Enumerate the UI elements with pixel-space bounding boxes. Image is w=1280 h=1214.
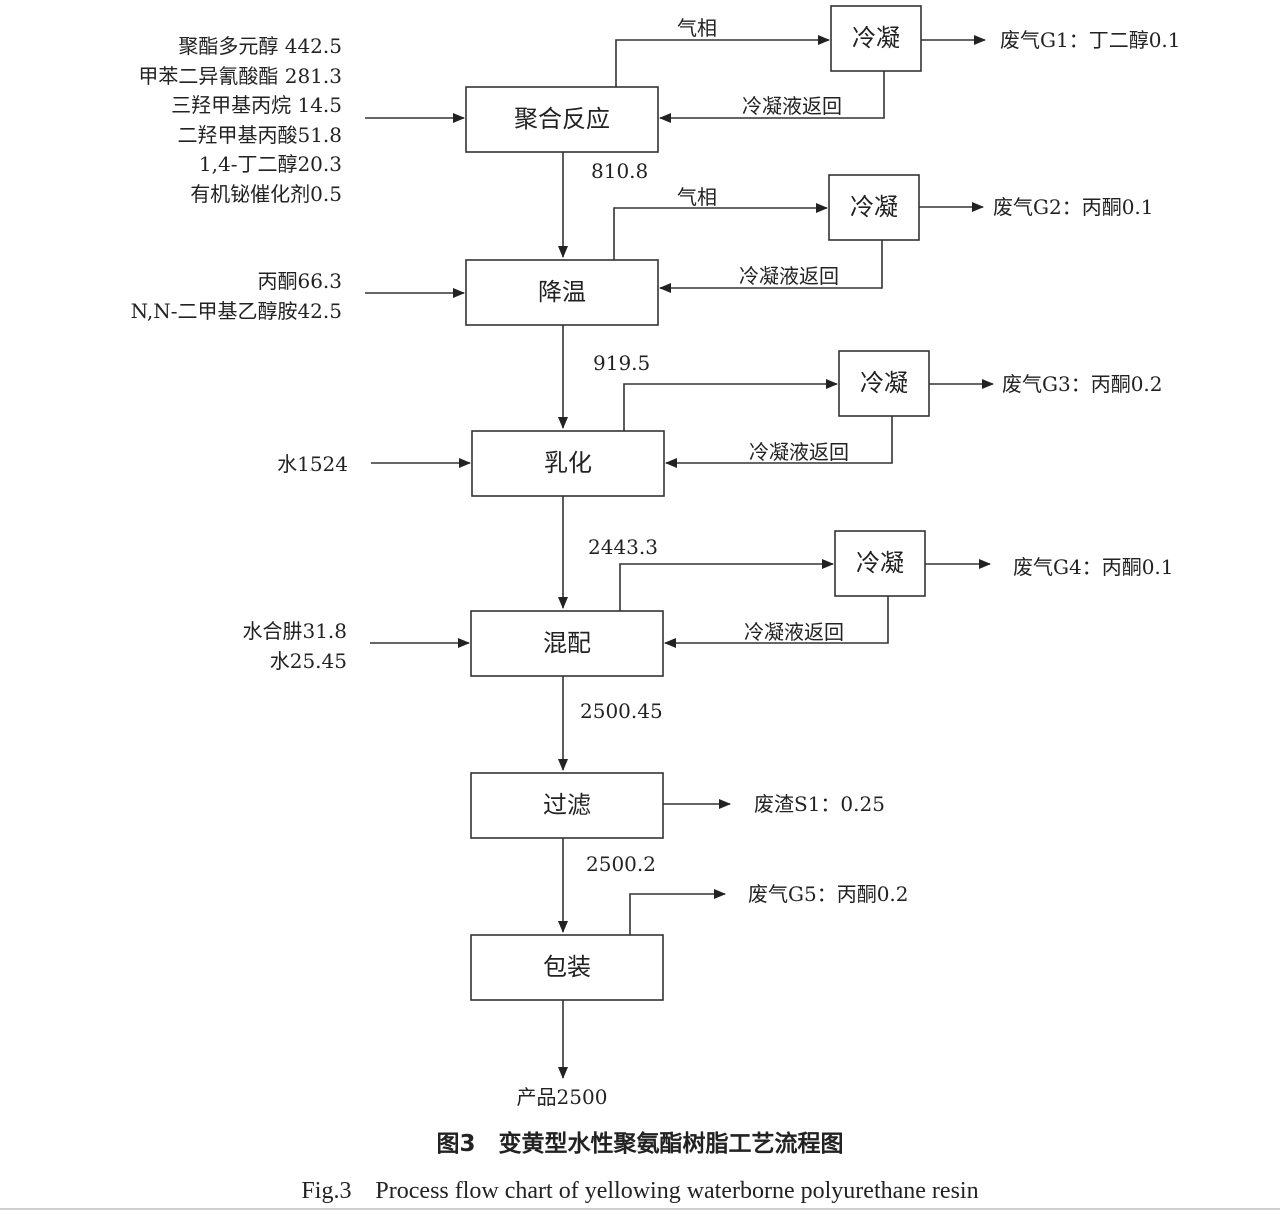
flow-value-2443-3: 2443.3 bbox=[588, 535, 658, 559]
gas-phase-label-2: 气相 bbox=[677, 185, 717, 209]
product-output: 产品2500 bbox=[517, 1085, 608, 1109]
input-list-blending: 水合肼31.8 水25.45 bbox=[242, 619, 347, 673]
input-dmea: N,N-二甲基乙醇胺42.5 bbox=[131, 299, 342, 323]
condenser-label-3: 冷凝 bbox=[860, 369, 908, 397]
input-acetone: 丙酮66.3 bbox=[257, 269, 342, 293]
input-bismuth-catalyst: 有机铋催化剂0.5 bbox=[190, 182, 342, 206]
stage-label-emulsification: 乳化 bbox=[544, 449, 592, 477]
residue-s1: 废渣S1：0.25 bbox=[754, 792, 885, 816]
arrow-vapor-to-condenser-4 bbox=[619, 559, 834, 611]
condenser-box-3 bbox=[838, 350, 930, 417]
flow-value-2500-2: 2500.2 bbox=[586, 852, 656, 876]
stage-label-packaging: 包装 bbox=[543, 953, 591, 981]
condenser-box-1 bbox=[830, 5, 922, 72]
stage-box-cooling bbox=[465, 259, 659, 326]
stage-label-blending: 混配 bbox=[543, 629, 591, 657]
arrow-condensate-return-3 bbox=[665, 416, 893, 468]
arrow-condensate-return-1 bbox=[659, 71, 885, 123]
flow-value-2500-45: 2500.45 bbox=[580, 699, 663, 723]
condenser-label-4: 冷凝 bbox=[856, 549, 904, 577]
input-tmp: 三羟甲基丙烷 14.5 bbox=[171, 93, 342, 117]
emission-g2: 废气G2：丙酮0.1 bbox=[993, 195, 1154, 219]
emission-g4: 废气G4：丙酮0.1 bbox=[1013, 555, 1174, 579]
input-list-cooling: 丙酮66.3 N,N-二甲基乙醇胺42.5 bbox=[131, 269, 342, 323]
condensate-return-label-4: 冷凝液返回 bbox=[744, 620, 844, 644]
condenser-label-2: 冷凝 bbox=[850, 193, 898, 221]
input-water-25-45: 水25.45 bbox=[270, 649, 347, 673]
emission-g3: 废气G3：丙酮0.2 bbox=[1002, 372, 1163, 396]
input-list-polymerization: 聚酯多元醇 442.5 甲苯二异氰酸酯 281.3 三羟甲基丙烷 14.5 二羟… bbox=[138, 34, 342, 206]
stage-box-blending bbox=[470, 610, 664, 677]
stage-label-cooling: 降温 bbox=[538, 278, 586, 306]
figure-caption-en: Fig.3 Process flow chart of yellowing wa… bbox=[301, 1178, 979, 1204]
input-hydrazine-hydrate: 水合肼31.8 bbox=[242, 619, 347, 643]
arrow-gas-phase-1 bbox=[615, 35, 830, 87]
emission-g5: 废气G5：丙酮0.2 bbox=[748, 882, 909, 906]
condenser-label-1: 冷凝 bbox=[852, 24, 900, 52]
arrow-vapor-to-condenser-3 bbox=[623, 379, 838, 431]
gas-phase-label-1: 气相 bbox=[677, 16, 717, 40]
flow-value-810-8: 810.8 bbox=[591, 159, 648, 183]
condensate-return-label-1: 冷凝液返回 bbox=[742, 94, 842, 118]
figure-caption-zh: 图3 变黄型水性聚氨酯树脂工艺流程图 bbox=[436, 1131, 844, 1157]
arrow-condensate-return-4 bbox=[664, 596, 889, 648]
input-polyester-polyol: 聚酯多元醇 442.5 bbox=[178, 34, 342, 58]
arrow-emission-g5 bbox=[629, 889, 726, 935]
emission-g1: 废气G1：丁二醇0.1 bbox=[1000, 28, 1181, 52]
input-water-1524: 水1524 bbox=[277, 452, 348, 476]
condensate-return-label-2: 冷凝液返回 bbox=[739, 264, 839, 288]
arrow-gas-phase-2 bbox=[613, 203, 828, 260]
stage-box-filtration bbox=[470, 772, 664, 839]
input-bdo: 1,4-丁二醇20.3 bbox=[199, 152, 342, 176]
stage-label-filtration: 过滤 bbox=[543, 791, 591, 819]
input-dmpa: 二羟甲基丙酸51.8 bbox=[177, 123, 342, 147]
stage-box-packaging bbox=[470, 934, 664, 1001]
arrow-condensate-return-2 bbox=[659, 240, 883, 293]
stage-box-emulsification bbox=[471, 430, 665, 497]
bottom-divider bbox=[0, 1208, 1280, 1210]
stage-box-polymerization bbox=[465, 86, 659, 153]
input-tdi: 甲苯二异氰酸酯 281.3 bbox=[138, 64, 342, 88]
stage-label-polymerization: 聚合反应 bbox=[514, 105, 610, 133]
flow-value-919-5: 919.5 bbox=[593, 351, 650, 375]
condensate-return-label-3: 冷凝液返回 bbox=[749, 440, 849, 464]
